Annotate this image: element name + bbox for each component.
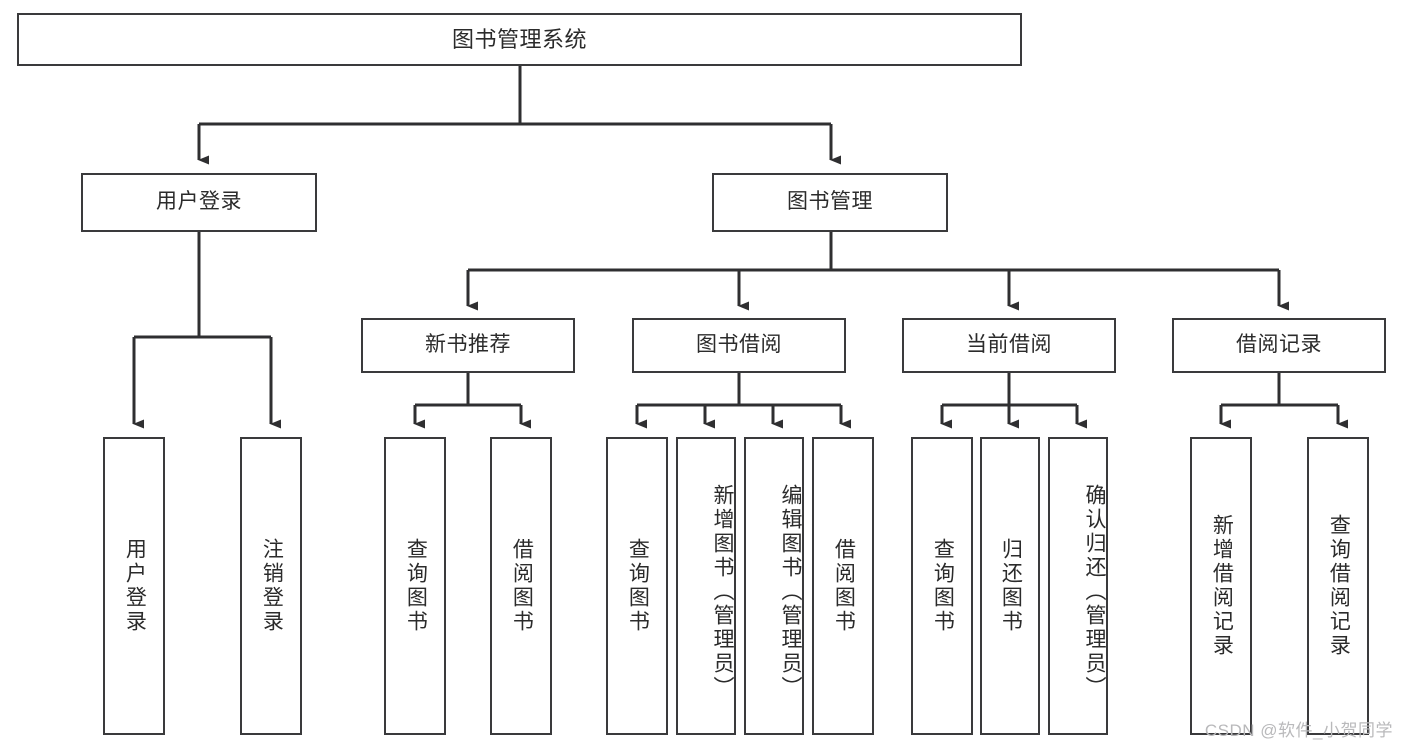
leaf-borrow-book[interactable]: 借阅图书 xyxy=(812,437,874,735)
node-label: 查询图书 xyxy=(626,538,650,634)
node-label: 借阅记录 xyxy=(1236,333,1322,357)
leaf-logout-login[interactable]: 注销登录 xyxy=(240,437,302,735)
node-label: 新增图书（管理员） xyxy=(711,484,734,700)
node-label: 当前借阅 xyxy=(966,333,1052,357)
leaf-add-borrow-record[interactable]: 新增借阅记录 xyxy=(1190,437,1252,735)
csdn-watermark: CSDN @软件_小贺同学 xyxy=(1204,721,1393,740)
node-current-borrow[interactable]: 当前借阅 xyxy=(902,318,1116,373)
node-borrow-record[interactable]: 借阅记录 xyxy=(1172,318,1386,373)
node-label: 查询图书 xyxy=(404,538,428,634)
node-label: 确认归还（管理员） xyxy=(1083,484,1106,700)
leaf-confirm-return[interactable]: 确认归还（管理员） xyxy=(1048,437,1108,735)
leaf-query-book-recommend[interactable]: 查询图书 xyxy=(384,437,446,735)
node-label: 图书借阅 xyxy=(696,333,782,357)
node-label: 图书管理系统 xyxy=(451,26,587,52)
leaf-query-book-borrow[interactable]: 查询图书 xyxy=(606,437,668,735)
node-label: 用户登录 xyxy=(156,190,242,214)
leaf-return-book[interactable]: 归还图书 xyxy=(980,437,1040,735)
leaf-add-book[interactable]: 新增图书（管理员） xyxy=(676,437,736,735)
node-new-book-recommend[interactable]: 新书推荐 xyxy=(361,318,575,373)
leaf-query-book-current[interactable]: 查询图书 xyxy=(911,437,973,735)
node-label: 借阅图书 xyxy=(510,538,534,634)
leaf-edit-book[interactable]: 编辑图书（管理员） xyxy=(744,437,804,735)
node-label: 图书管理 xyxy=(787,190,873,214)
node-label: 归还图书 xyxy=(999,538,1023,634)
node-book-manage[interactable]: 图书管理 xyxy=(712,173,948,232)
node-label: 用户登录 xyxy=(123,538,147,634)
leaf-user-login[interactable]: 用户登录 xyxy=(103,437,165,735)
node-label: 查询借阅记录 xyxy=(1327,514,1351,658)
node-label: 查询图书 xyxy=(931,538,955,634)
node-label: 编辑图书（管理员） xyxy=(779,484,802,700)
node-label: 新书推荐 xyxy=(425,333,511,357)
node-book-borrow[interactable]: 图书借阅 xyxy=(632,318,846,373)
node-label: 借阅图书 xyxy=(832,538,856,634)
node-user-login[interactable]: 用户登录 xyxy=(81,173,317,232)
leaf-query-borrow-record[interactable]: 查询借阅记录 xyxy=(1307,437,1369,735)
leaf-borrow-book-recommend[interactable]: 借阅图书 xyxy=(490,437,552,735)
node-root-system[interactable]: 图书管理系统 xyxy=(17,13,1022,66)
node-label: 注销登录 xyxy=(260,538,284,634)
node-label: 新增借阅记录 xyxy=(1210,514,1234,658)
